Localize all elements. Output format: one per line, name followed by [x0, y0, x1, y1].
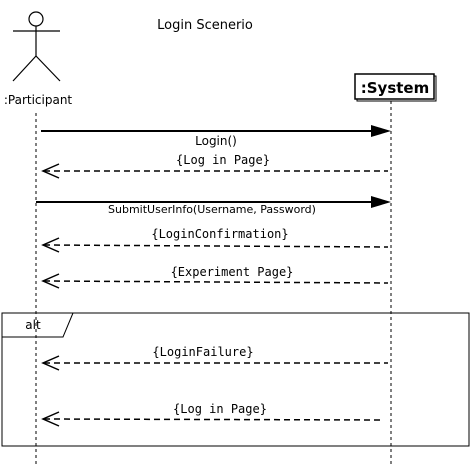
message-submit-user-info: SubmitUserInfo(Username, Password)	[36, 196, 391, 216]
svg-text:{Log in Page}: {Log in Page}	[176, 153, 270, 167]
svg-text:SubmitUserInfo(Username, Passw: SubmitUserInfo(Username, Password)	[108, 203, 316, 216]
system-object-box: :System	[354, 73, 437, 102]
system-label: :System	[361, 79, 429, 97]
alt-fragment-label: alt	[25, 318, 41, 332]
message-login: Login()	[41, 125, 391, 148]
participant-actor-icon	[12, 11, 61, 82]
message-log-in-page-retry: {Log in Page}	[41, 402, 383, 427]
svg-text:{Log in Page}: {Log in Page}	[173, 402, 267, 416]
message-experiment-page: {Experiment Page}	[41, 265, 389, 289]
participant-label: :Participant	[4, 93, 73, 107]
diagram-title: Login Scenerio	[157, 18, 253, 33]
message-login-failure: {LoginFailure}	[41, 345, 388, 371]
message-login-confirmation: {LoginConfirmation}	[41, 227, 389, 253]
svg-text:{LoginConfirmation}: {LoginConfirmation}	[151, 227, 288, 241]
alt-fragment: alt	[1, 312, 470, 447]
svg-text:{Experiment Page}: {Experiment Page}	[171, 265, 294, 279]
svg-text:Login(): Login()	[195, 134, 237, 148]
message-log-in-page: {Log in Page}	[41, 153, 388, 179]
svg-text:{LoginFailure}: {LoginFailure}	[152, 345, 253, 359]
